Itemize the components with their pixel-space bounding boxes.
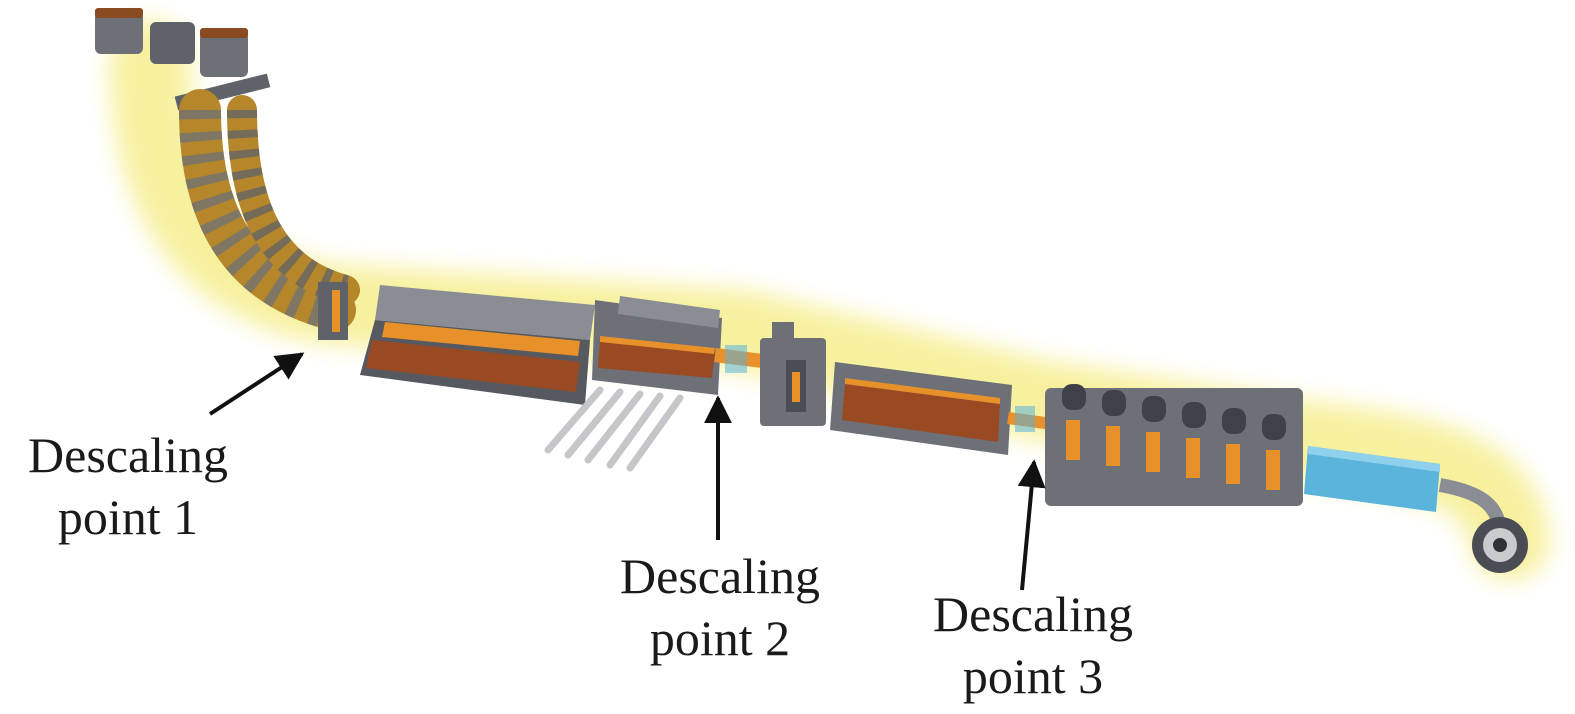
descaler-2-sprays — [725, 345, 747, 373]
tunnel-furnace — [360, 285, 722, 405]
down-coiler — [1472, 517, 1528, 573]
label-3-line-2: point 3 — [962, 648, 1104, 704]
descaling-point-2-label: Descaling point 2 — [600, 545, 840, 669]
arrow-descaling-point-3 — [1017, 459, 1046, 591]
label-2-line-1: Descaling — [620, 548, 820, 604]
finishing-mill — [1045, 384, 1303, 506]
label-1-line-2: point 1 — [57, 489, 199, 545]
descaling-point-3-label: Descaling point 3 — [913, 583, 1153, 707]
cooling-highlight — [1308, 446, 1440, 472]
label-3-line-1: Descaling — [933, 586, 1133, 642]
label-1-line-1: Descaling — [28, 427, 228, 483]
roughing-stand — [760, 322, 826, 426]
caster-strand — [179, 89, 360, 340]
arrow-descaling-point-1 — [208, 352, 305, 416]
coil-box — [830, 362, 1012, 455]
descaling-point-1-label: Descaling point 1 — [8, 424, 248, 548]
descaler-3-sprays — [1015, 406, 1035, 432]
transfer-rails — [544, 386, 684, 472]
label-2-line-2: point 2 — [649, 610, 791, 666]
